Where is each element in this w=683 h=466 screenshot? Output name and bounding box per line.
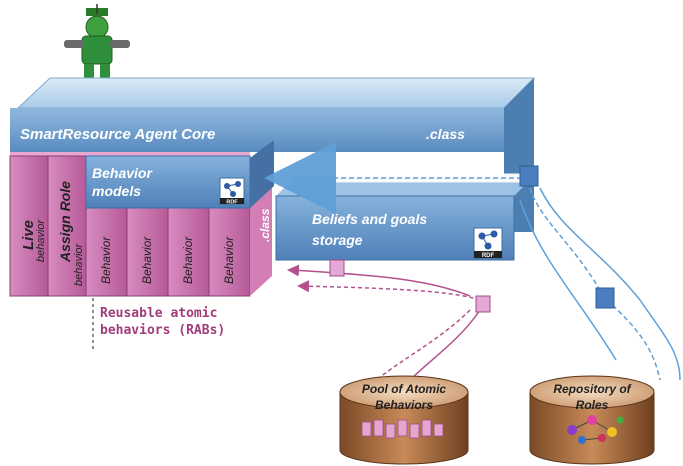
beliefs-line1: Beliefs and goals <box>312 211 427 227</box>
pool-label-line2: Behaviors <box>375 398 433 412</box>
behavior-columns <box>9 152 272 297</box>
core-top-face <box>16 77 536 109</box>
rabs-label-line2: behaviors (RABs) <box>100 323 225 338</box>
role-document-icon <box>519 165 539 187</box>
behavior-models-line2: models <box>92 183 141 199</box>
svg-text:RDF: RDF <box>226 200 238 206</box>
live-sub-label: behavior <box>35 218 47 262</box>
atomic-behavior-label: Behavior <box>181 236 195 284</box>
atomic-behavior-label: Behavior <box>99 236 113 284</box>
atomic-behavior-column <box>126 207 169 297</box>
repo-label-line2: Roles <box>576 398 609 412</box>
repository-of-roles-cylinder: Repository of Roles <box>529 375 655 465</box>
behavior-models-line1: Behavior <box>92 165 153 181</box>
rdf-icon: RDF <box>473 227 503 259</box>
rdf-icon: RDF <box>219 177 245 206</box>
repo-label-line1: Repository of <box>553 382 631 396</box>
beliefs-line2: storage <box>312 232 363 248</box>
behavior-document-icon <box>475 295 491 313</box>
roles-network-icon <box>567 415 624 444</box>
atomic-behavior-label: Behavior <box>140 236 154 284</box>
rabs-label-line1: Reusable atomic <box>100 306 217 321</box>
roles-flow <box>264 142 681 381</box>
live-label: Live <box>20 220 37 250</box>
pool-of-atomic-behaviors-cylinder: Pool of Atomic Behaviors <box>339 375 469 465</box>
behavior-document-icon <box>329 259 345 277</box>
atomic-behavior-column <box>167 207 210 297</box>
pool-label-line1: Pool of Atomic <box>362 382 447 396</box>
core-front-face <box>10 108 504 152</box>
role-document-icon <box>595 287 615 309</box>
assign-role-label: Assign Role <box>57 181 73 263</box>
assign-role-sub-label: behavior <box>73 242 85 286</box>
core-class-label: .class <box>426 126 465 142</box>
side-class-label: .class <box>258 208 272 242</box>
rabs-flow <box>287 259 491 386</box>
atomic-behavior-column <box>85 207 128 297</box>
svg-text:RDF: RDF <box>482 253 495 259</box>
core-title: SmartResource Agent Core <box>20 126 215 143</box>
atomic-behavior-label: Behavior <box>222 236 236 284</box>
